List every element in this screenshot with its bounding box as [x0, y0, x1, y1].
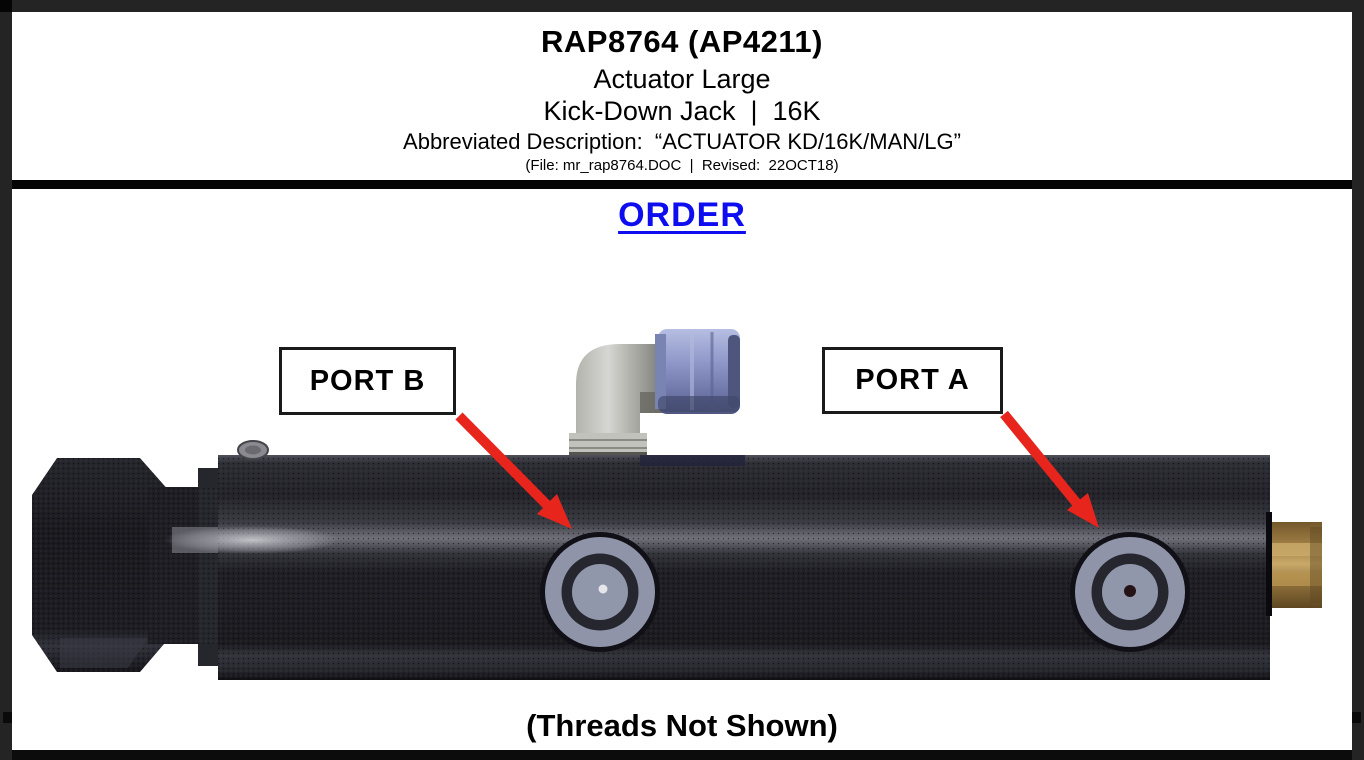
hex-end-cap: [32, 458, 170, 672]
left-border-mark: [3, 712, 12, 723]
elbow-fitting: [569, 329, 740, 457]
frame-border-bottom: [0, 750, 1364, 760]
port-a-arrow: [1000, 410, 1099, 528]
port-a-label: PORT A: [855, 364, 970, 396]
port-b: [540, 532, 660, 652]
frame-corner: [0, 0, 12, 12]
part-number-title: RAP8764 (AP4211): [541, 24, 823, 59]
order-link-row: ORDER: [0, 196, 1364, 235]
frame-border-top: [0, 0, 1364, 12]
port-a-label-box: PORT A: [822, 347, 1003, 414]
port-b-label-box: PORT B: [279, 347, 456, 415]
brass-fitting: [1266, 512, 1322, 616]
document-header: RAP8764 (AP4211) Actuator Large Kick-Dow…: [12, 12, 1352, 175]
product-type: Kick-Down Jack | 16K: [543, 96, 821, 126]
frame-border-left: [0, 0, 12, 760]
threads-caption: (Threads Not Shown): [526, 708, 838, 743]
port-b-arrow: [455, 412, 572, 529]
port-a: [1070, 532, 1190, 652]
header-divider: [12, 180, 1352, 189]
blue-cap-nut: [655, 329, 740, 414]
product-name: Actuator Large: [593, 64, 771, 94]
right-border-mark: [1352, 712, 1361, 723]
order-link[interactable]: ORDER: [618, 196, 746, 234]
abbreviated-description: Abbreviated Description: “ACTUATOR KD/16…: [403, 129, 961, 154]
file-revision-line: (File: mr_rap8764.DOC | Revised: 22OCT18…: [525, 157, 839, 174]
frame-border-right: [1352, 0, 1364, 760]
port-b-label: PORT B: [309, 364, 426, 397]
top-plug-knob: [237, 440, 269, 460]
